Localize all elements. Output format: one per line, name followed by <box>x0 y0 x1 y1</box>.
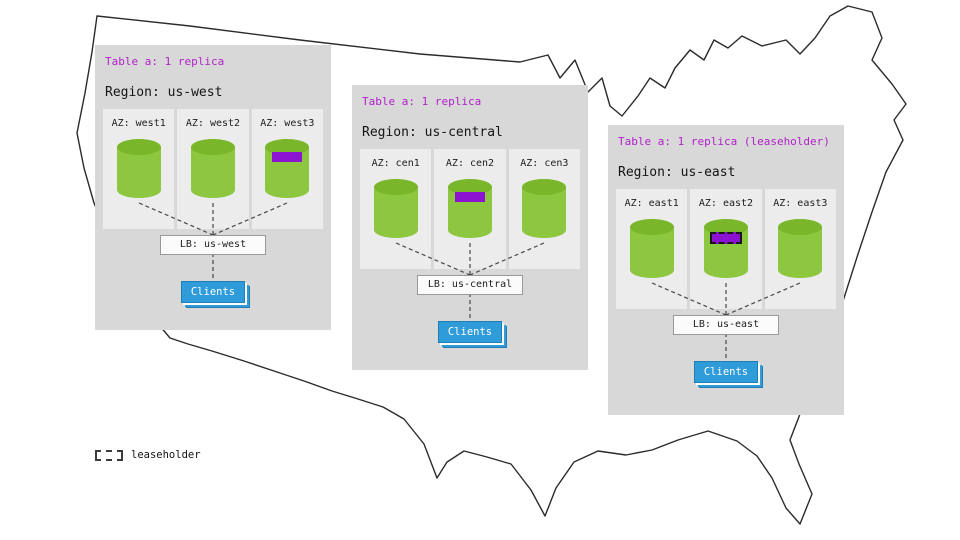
az-label: AZ: cen1 <box>371 158 420 169</box>
region-card-us-east: Table a: 1 replica (leaseholder) Region:… <box>608 125 844 415</box>
database-cylinder-icon <box>373 179 418 238</box>
legend: leaseholder <box>95 449 201 461</box>
az-box-west2: AZ: west2 <box>177 109 249 229</box>
az-box-east2: AZ: east2 <box>690 189 762 309</box>
database-cylinder-icon <box>629 219 674 278</box>
database-node <box>777 218 823 280</box>
az-box-east3: AZ: east3 <box>764 189 836 309</box>
load-balancer-box: LB: us-central <box>417 275 523 295</box>
az-box-cen3: AZ: cen3 <box>508 149 580 269</box>
az-box-east1: AZ: east1 <box>616 189 688 309</box>
database-node <box>447 178 493 240</box>
load-balancer-box: LB: us-east <box>673 315 779 335</box>
load-balancer-box: LB: us-west <box>160 235 266 255</box>
leaseholder-swatch-icon <box>95 449 123 461</box>
az-label: AZ: west1 <box>111 118 166 129</box>
table-replica-label: Table a: 1 replica (leaseholder) <box>618 135 830 148</box>
database-cylinder-icon <box>522 179 567 238</box>
table-replica-label: Table a: 1 replica <box>362 95 482 108</box>
database-cylinder-icon <box>265 139 310 198</box>
database-node <box>629 218 675 280</box>
database-node <box>521 178 567 240</box>
clients-box: Clients <box>181 281 245 303</box>
leaseholder-replica-marker <box>709 232 742 244</box>
database-cylinder-icon <box>703 219 748 278</box>
az-box-west1: AZ: west1 <box>103 109 175 229</box>
region-title: Region: us-central <box>362 125 503 140</box>
database-cylinder-icon <box>116 139 161 198</box>
clients-box: Clients <box>694 361 758 383</box>
region-card-us-central: Table a: 1 replica Region: us-central AZ… <box>352 85 588 370</box>
az-box-cen2: AZ: cen2 <box>434 149 506 269</box>
database-cylinder-icon <box>778 219 823 278</box>
az-label: AZ: west2 <box>185 118 241 129</box>
database-node <box>373 178 419 240</box>
database-node <box>190 138 236 200</box>
az-box-cen1: AZ: cen1 <box>360 149 432 269</box>
database-cylinder-icon <box>190 139 235 198</box>
az-row: AZ: east1 AZ: east2 AZ: east3 <box>616 189 836 309</box>
table-replica-label: Table a: 1 replica <box>105 55 225 68</box>
region-card-us-west: Table a: 1 replica Region: us-west AZ: w… <box>95 45 331 330</box>
az-label: AZ: east3 <box>773 198 828 209</box>
region-title: Region: us-west <box>105 85 223 100</box>
database-node <box>703 218 749 280</box>
database-node <box>264 138 310 200</box>
replica-marker <box>272 152 303 162</box>
az-label: AZ: east2 <box>698 198 754 209</box>
replica-marker <box>454 192 485 202</box>
az-label: AZ: west3 <box>260 118 315 129</box>
legend-label: leaseholder <box>131 449 201 461</box>
database-node <box>116 138 162 200</box>
clients-box: Clients <box>438 321 502 343</box>
az-row: AZ: cen1 AZ: cen2 AZ: cen3 <box>360 149 580 269</box>
region-title: Region: us-east <box>618 165 736 180</box>
az-label: AZ: east1 <box>624 198 679 209</box>
az-row: AZ: west1 AZ: west2 AZ: west3 <box>103 109 323 229</box>
database-cylinder-icon <box>447 179 492 238</box>
az-label: AZ: cen2 <box>445 158 495 169</box>
az-box-west3: AZ: west3 <box>251 109 323 229</box>
az-label: AZ: cen3 <box>520 158 569 169</box>
